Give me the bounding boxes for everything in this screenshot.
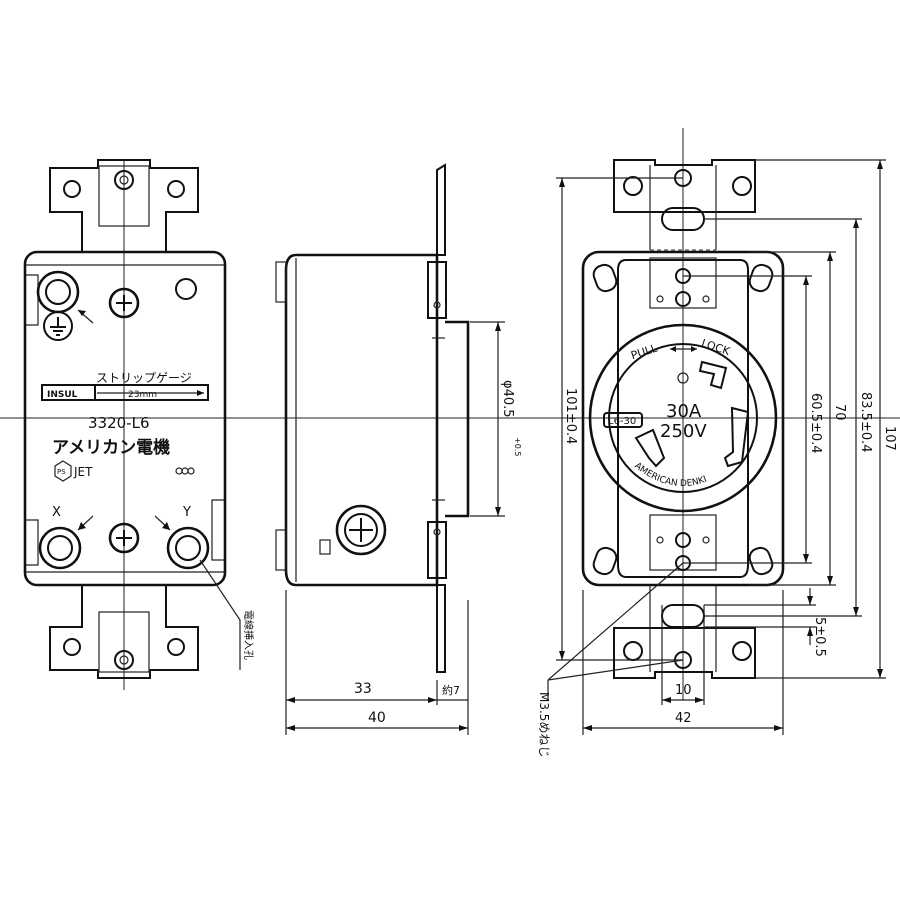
svg-text:PS: PS <box>57 468 66 476</box>
dim-5: 5±0.5 <box>812 617 827 657</box>
side-mounting-plate <box>436 163 446 256</box>
top-mounting-strap <box>49 159 199 252</box>
bottom-mounting-strap <box>49 585 199 679</box>
dim-42: 42 <box>675 711 692 726</box>
dim-107: 107 <box>882 426 897 451</box>
lock-direction-arrow-icon <box>670 346 697 352</box>
ground-icon <box>50 317 66 336</box>
blade-y <box>723 406 750 468</box>
model-number: 3320-L6 <box>88 414 150 432</box>
blade-ground <box>698 360 728 390</box>
screw-note: M3.5めねじ <box>537 692 551 757</box>
side-view: φ40.5 +0.5 33 約7 40 <box>275 163 522 735</box>
ground-symbol-circle <box>43 311 73 341</box>
dim-diameter: φ40.5 <box>500 380 515 418</box>
front-body <box>23 250 227 587</box>
type-badge: L6-30 <box>608 416 636 427</box>
bottom-strap-screw-hole <box>114 650 134 670</box>
bottom-strap-inner <box>98 611 150 673</box>
dim-83-5: 83.5±0.4 <box>858 392 873 453</box>
rear-view: PULL LOCK L6-30 30A 250V AMERICAN DENKI … <box>537 159 897 757</box>
receptacle-face <box>588 323 778 513</box>
dim-total-depth: 40 <box>368 710 386 726</box>
top-strap-screw-hole <box>114 170 134 190</box>
rear-bottom-strap <box>613 627 756 679</box>
rating-voltage: 250V <box>660 421 707 442</box>
terminal-y <box>166 526 210 570</box>
strip-gauge-label: ストリップゲージ <box>96 371 192 385</box>
ground-terminal <box>36 270 80 314</box>
top-strap-hole-left <box>63 180 81 198</box>
top-strap-hole-right <box>167 180 185 198</box>
dim-60-5: 60.5±0.4 <box>808 393 823 454</box>
maker-name: アメリカン電機 <box>52 437 170 458</box>
rating-current: 30A <box>666 401 702 422</box>
front-view: ストリップゲージ INSUL 23mm 3320-L6 アメリカン電機 PS J… <box>23 159 255 679</box>
terminal-y-label: Y <box>182 505 191 520</box>
center-screw-bottom <box>108 522 140 554</box>
strip-length: 23mm <box>128 390 157 400</box>
rear-body <box>581 250 785 587</box>
lock-label: LOCK <box>700 337 733 359</box>
center-screw-top <box>108 287 140 319</box>
pull-label: PULL <box>629 341 659 362</box>
bottom-strap-hole-left <box>63 638 81 656</box>
side-clip-top <box>427 261 447 319</box>
terminal-x-label: X <box>52 505 61 520</box>
side-front-cylinder <box>445 320 470 518</box>
dim-depth-flange: 約7 <box>442 683 460 697</box>
jet-mark: JET <box>73 465 93 479</box>
dim-101: 101±0.4 <box>563 388 578 444</box>
dim-depth-body: 33 <box>354 681 372 697</box>
blade-x <box>634 428 666 468</box>
ps-e-mark-icon: PS <box>54 460 72 482</box>
type-badge-box <box>603 412 643 428</box>
side-clip-bottom <box>427 521 447 579</box>
dim-diameter-tol: +0.5 <box>513 437 522 456</box>
side-screw <box>335 504 387 556</box>
rear-top-strap <box>613 159 756 213</box>
ground-pin-icon <box>677 372 689 384</box>
insul-label: INSUL <box>47 390 78 400</box>
dim-10: 10 <box>675 683 692 698</box>
bottom-strap-hole-right <box>167 638 185 656</box>
terminal-x <box>38 526 82 570</box>
wire-hole-leader <box>199 559 241 670</box>
brand-arc-text: AMERICAN DENKI <box>632 461 708 489</box>
infinity-mark-icon <box>175 467 195 475</box>
top-strap-inner <box>98 165 150 227</box>
wire-hole-note: 電線挿入孔 <box>242 610 255 660</box>
dim-70: 70 <box>832 404 847 421</box>
indicator-hole <box>175 278 197 300</box>
brand-arc-path: AMERICAN DENKI <box>632 461 708 489</box>
strip-gauge-box <box>41 384 209 401</box>
